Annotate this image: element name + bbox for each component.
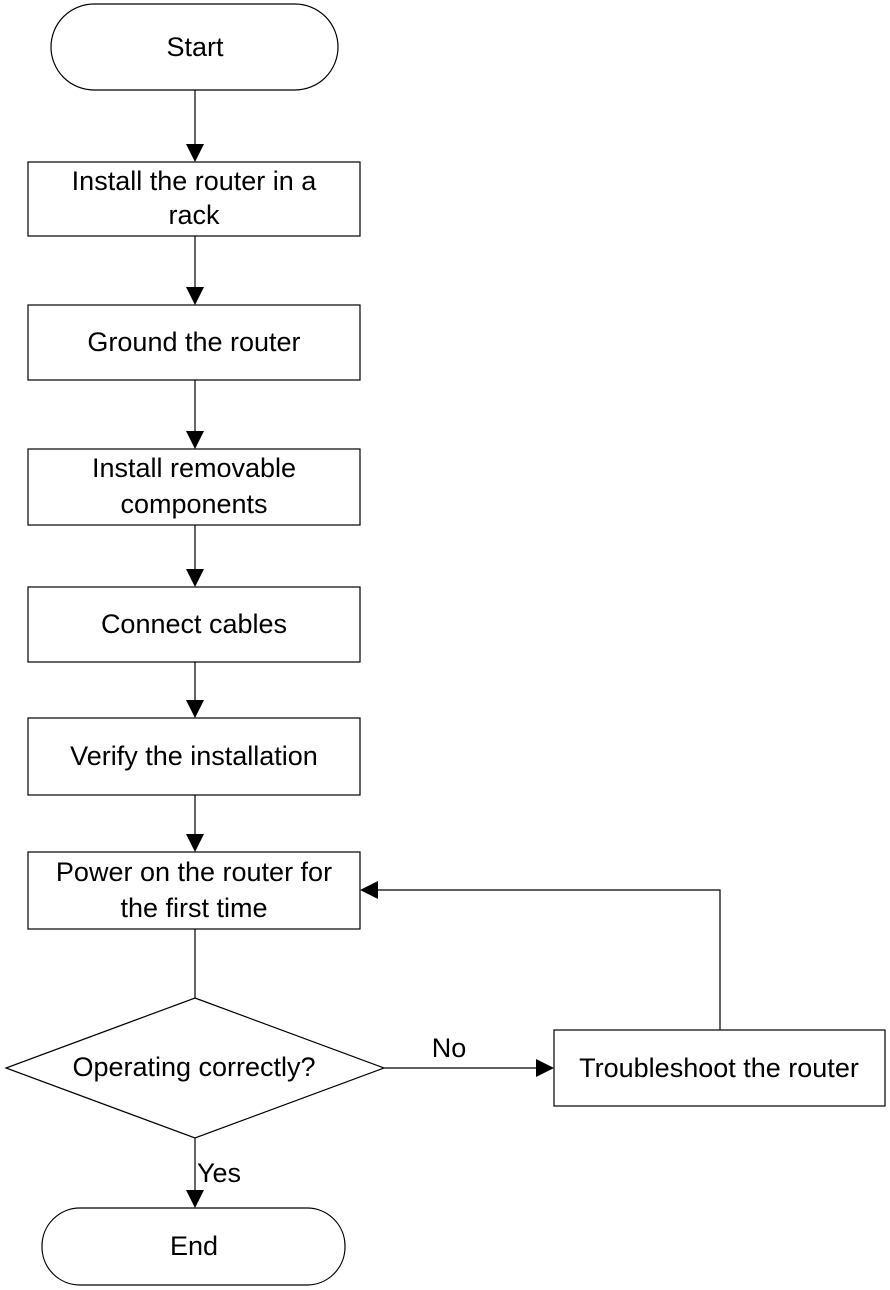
decision-diamond bbox=[4, 997, 386, 1139]
start-terminator-shape bbox=[50, 3, 339, 91]
edge-troubleshoot-loop-back bbox=[378, 889, 721, 1030]
connect-cables-label: Connect cables bbox=[101, 609, 287, 639]
decision-label: Operating correctly? bbox=[72, 1052, 315, 1082]
node-decision: Operating correctly? bbox=[4, 997, 386, 1139]
install-components-box bbox=[27, 448, 361, 526]
power-on-label-line2: the first time bbox=[120, 893, 267, 923]
verify-box bbox=[27, 717, 361, 796]
troubleshoot-label: Troubleshoot the router bbox=[579, 1053, 859, 1083]
start-label: Start bbox=[166, 32, 224, 62]
install-rack-label-line1: Install the router in a bbox=[72, 166, 318, 196]
ground-label: Ground the router bbox=[87, 327, 300, 357]
node-connect-cables: Connect cables bbox=[27, 586, 361, 663]
connectors bbox=[186, 90, 721, 1208]
arrowhead-loop-back bbox=[360, 881, 378, 899]
node-install-components: Install removable components bbox=[27, 448, 361, 526]
node-start: Start bbox=[50, 3, 339, 91]
install-components-label-line2: components bbox=[120, 489, 267, 519]
install-components-label-line1: Install removable bbox=[92, 453, 296, 483]
node-end: End bbox=[41, 1207, 346, 1286]
ground-box bbox=[27, 304, 361, 381]
power-on-box bbox=[27, 851, 361, 930]
node-power-on: Power on the router for the first time bbox=[27, 851, 361, 930]
arrowhead-install-rack bbox=[186, 144, 204, 162]
verify-label: Verify the installation bbox=[70, 741, 318, 771]
troubleshoot-box bbox=[553, 1029, 886, 1107]
install-rack-label-line2: rack bbox=[168, 200, 220, 230]
arrowhead-troubleshoot bbox=[536, 1059, 554, 1077]
edge-label-yes: Yes bbox=[197, 1158, 241, 1188]
node-troubleshoot: Troubleshoot the router bbox=[553, 1029, 886, 1107]
node-install-rack: Install the router in a rack bbox=[27, 161, 361, 237]
edge-label-no: No bbox=[432, 1033, 467, 1063]
arrowhead-verify bbox=[186, 700, 204, 718]
arrowhead-connect-cables bbox=[186, 569, 204, 587]
end-label: End bbox=[170, 1231, 218, 1261]
arrowhead-ground bbox=[186, 287, 204, 305]
end-terminator-shape bbox=[41, 1207, 346, 1286]
connect-cables-box bbox=[27, 586, 361, 663]
arrowhead-power-on bbox=[186, 834, 204, 852]
install-rack-box bbox=[27, 161, 361, 237]
power-on-label-line1: Power on the router for bbox=[56, 857, 332, 887]
node-ground: Ground the router bbox=[27, 304, 361, 381]
arrowhead-end bbox=[186, 1190, 204, 1208]
arrowhead-install-components bbox=[186, 431, 204, 449]
node-verify: Verify the installation bbox=[27, 717, 361, 796]
